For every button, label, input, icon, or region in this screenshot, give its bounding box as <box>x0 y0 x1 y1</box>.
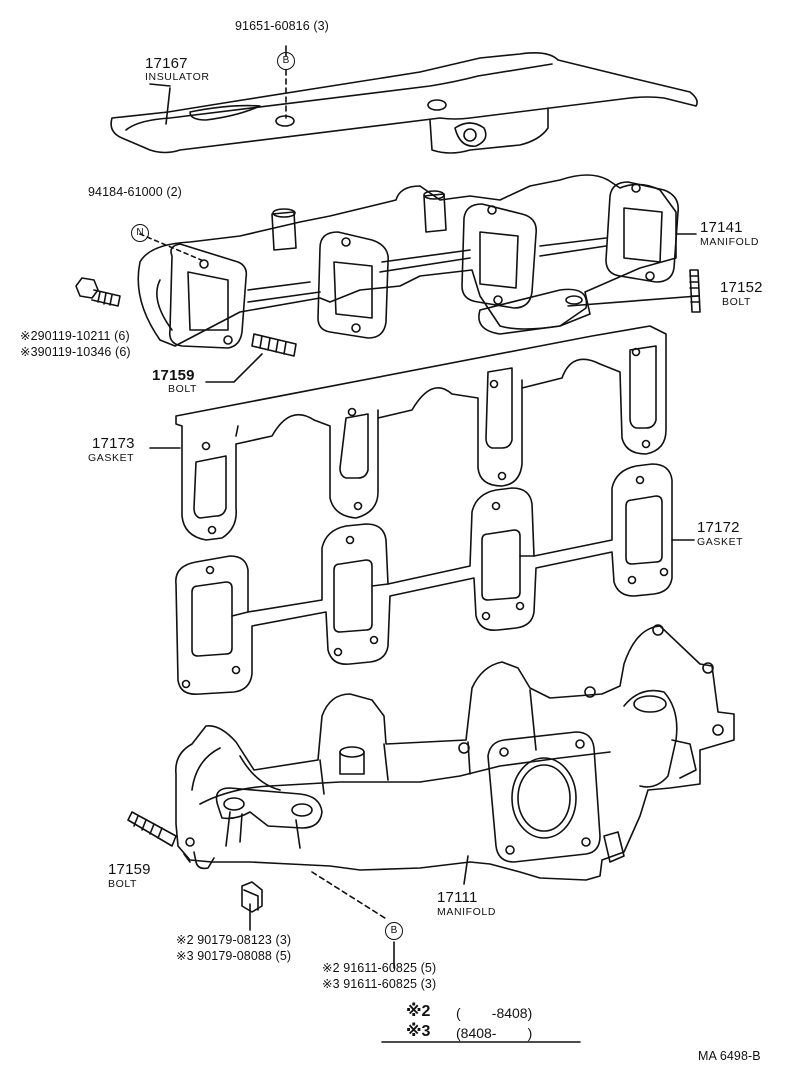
legend-period-3: (8408- ) <box>456 1025 533 1041</box>
part-name-manifold-lower: MANIFOLD <box>437 906 497 918</box>
marker-b-bottom: B <box>385 922 403 940</box>
leader-line <box>149 83 171 125</box>
stud-bolt-17152 <box>689 269 701 313</box>
part-number-17173: 17173 <box>92 435 135 452</box>
ref-nut-b: ※3 90179-08088 (5) <box>176 949 292 963</box>
part-name-insulator: INSULATOR <box>145 71 210 83</box>
leader-line <box>567 295 699 307</box>
ref-bolt-a: ※2 91611-60825 (5) <box>322 961 437 975</box>
stud-bolt-17159-lower <box>127 811 177 847</box>
part-name-manifold-upper: MANIFOLD <box>700 236 760 248</box>
hex-nut <box>241 881 263 913</box>
leader-line <box>205 353 263 383</box>
part-number-17141: 17141 <box>700 219 743 236</box>
part-name-gasket-17173: GASKET <box>88 452 135 464</box>
intake-manifold-lower <box>175 624 735 881</box>
legend-period-2: ( -8408) <box>456 1005 533 1021</box>
stud-bolt-17159-upper <box>251 333 297 357</box>
ref-top-bolt: 91651-60816 (3) <box>235 19 329 33</box>
ref-stud-a: ※290119-10211 (6) <box>20 329 130 343</box>
part-name-bolt-17152: BOLT <box>722 296 752 308</box>
hex-bolt <box>75 277 121 307</box>
part-name-gasket-17172: GASKET <box>697 536 744 548</box>
part-name-bolt-17159-lower: BOLT <box>108 878 138 890</box>
gasket-17173 <box>175 325 667 541</box>
exhaust-manifold-upper <box>137 174 680 349</box>
part-number-17152: 17152 <box>720 279 763 296</box>
legend-mark-3: ※3 <box>406 1023 431 1040</box>
leader-line <box>463 855 469 885</box>
part-number-17159-upper: 17159 <box>152 367 195 384</box>
legend-mark-2: ※2 <box>406 1003 431 1020</box>
part-number-17172: 17172 <box>697 519 740 536</box>
leader-line <box>311 871 389 921</box>
leader-line <box>139 233 207 263</box>
figure-code: MA 6498-B <box>698 1049 761 1063</box>
ref-nut-a: ※2 90179-08123 (3) <box>176 933 292 947</box>
marker-n: N <box>131 224 149 242</box>
part-number-17159-lower: 17159 <box>108 861 151 878</box>
heat-insulator <box>110 52 698 154</box>
part-name-bolt-17159-upper: BOLT <box>168 383 198 395</box>
part-number-17167: 17167 <box>145 55 188 72</box>
part-number-17111: 17111 <box>437 889 478 906</box>
ref-nut-n: 94184-61000 (2) <box>88 185 182 199</box>
marker-b-top: B <box>277 52 295 70</box>
ref-stud-b: ※390119-10346 (6) <box>20 345 131 359</box>
gasket-17172 <box>175 463 673 696</box>
ref-bolt-b: ※3 91611-60825 (3) <box>322 977 437 991</box>
